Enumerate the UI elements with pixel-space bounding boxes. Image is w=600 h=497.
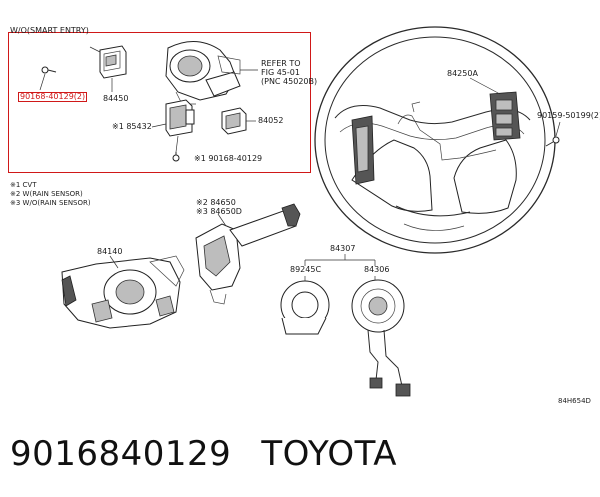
inset-frame [8,32,311,173]
part-number: 9016840129 [10,434,232,474]
part-label-84650[interactable]: ※2 84650 [196,198,236,207]
part-label-90168-40129[interactable]: ※1 90168-40129 [194,154,263,163]
bolt-90168-drawing [39,66,57,91]
lock-cylinder-drawing [165,41,258,105]
sensor-89245c-drawing [280,276,330,335]
figure-code: 84H654D [558,397,591,405]
part-label-89245c[interactable]: 89245C [290,265,322,274]
part-label-84140[interactable]: 84140 [97,247,123,256]
part-label-84450[interactable]: 84450 [103,94,129,103]
wiper-switch-drawing [195,203,301,305]
part-label-84650d[interactable]: ※3 84650D [196,207,242,216]
bolt-90168b-drawing [172,152,180,162]
part-label-90159-50199[interactable]: 90159-50199(2) [537,111,600,120]
refer-line-3: (PNC 45020B) [261,77,318,86]
part-label-84306[interactable]: 84306 [364,265,390,274]
note-rain-sensor: ※2 W(RAIN SENSOR) [10,190,83,198]
group-84307-lines [304,254,376,266]
note-no-rain-sensor: ※3 W/O(RAIN SENSOR) [10,199,91,207]
switch-84052-drawing [221,107,256,135]
part-label-84250a[interactable]: 84250A [447,69,478,78]
note-cvt: ※1 CVT [10,181,37,189]
refer-line-1: REFER TO [261,59,301,68]
inset-title: W/O(SMART ENTRY) [10,26,89,35]
switch-85432-drawing [151,99,195,153]
spiral-cable-drawing [351,276,411,397]
part-label-84052[interactable]: 84052 [258,116,284,125]
combination-switch-drawing [61,255,185,329]
refer-line-2[interactable]: FIG 45-01 [261,68,300,77]
steering-wheel-drawing [314,26,561,254]
bracket-84450-drawing [89,45,127,92]
part-label-84307[interactable]: 84307 [330,244,356,253]
diagram-drawing [39,26,561,397]
part-label-85432[interactable]: ※1 85432 [112,122,152,131]
part-label-90168-40129-2[interactable]: 90168-40129(2) [18,92,88,102]
brand-name: TOYOTA [261,434,398,474]
parts-diagram: W/O(SMART ENTRY) 90168-40129(2) 84450 ※1… [8,26,600,405]
footer: 9016840129 TOYOTA [10,434,397,474]
